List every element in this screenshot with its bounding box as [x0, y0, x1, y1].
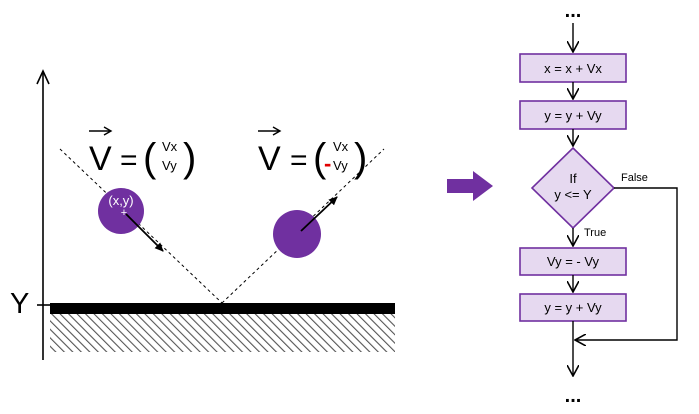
- trajectory-outgoing: [221, 148, 385, 304]
- ellipsis-bottom: ...: [565, 385, 582, 407]
- vector-arrow-head: [103, 126, 113, 136]
- false-branch-label: False: [621, 172, 648, 184]
- close-paren: ): [354, 136, 367, 180]
- step-update-y: [519, 100, 627, 130]
- false-branch-connector: [576, 187, 678, 340]
- vx-component: Vx: [333, 139, 349, 154]
- bounce-illustration: Y V = ( Vx Vy ) V = ( Vx - Vy: [10, 69, 395, 360]
- velocity-vector-up: [300, 196, 338, 232]
- close-paren: ): [183, 136, 196, 180]
- transition-arrow-icon: [447, 171, 493, 201]
- decision-if-label: If: [569, 171, 577, 186]
- step-update-y-again-label: y = y + Vy: [544, 300, 602, 315]
- step-negate-vy-label: Vy = - Vy: [547, 254, 600, 269]
- ellipsis-top: ...: [565, 0, 582, 22]
- ball-after-bounce: [273, 210, 321, 258]
- ball-position-label: (x,y): [108, 193, 133, 208]
- velocity-vector-down: [125, 213, 164, 252]
- ground-surface: [50, 303, 395, 314]
- open-paren: (: [143, 136, 157, 180]
- open-paren: (: [313, 136, 327, 180]
- negation-sign: -: [324, 151, 331, 176]
- step-update-x-label: x = x + Vx: [544, 61, 602, 76]
- vy-component: Vy: [333, 158, 348, 173]
- y-axis-label: Y: [10, 288, 29, 320]
- vertical-axis-arrowhead: [36, 69, 50, 85]
- true-branch-label: True: [584, 227, 606, 239]
- step-negate-vy: [519, 247, 627, 276]
- step-update-y-label: y = y + Vy: [544, 108, 602, 123]
- ground-hatch: [50, 314, 395, 352]
- trajectory-incoming: [59, 148, 223, 304]
- flowchart: ... x = x + Vx y = y + Vy If y <= Y Fals…: [519, 0, 678, 407]
- ball-center-marker: +: [121, 207, 127, 219]
- equals-sign: =: [120, 144, 138, 177]
- vx-component: Vx: [162, 139, 178, 154]
- ball-before-bounce: [98, 188, 144, 234]
- step-update-x: [519, 53, 627, 83]
- velocity-formula-before: V = ( Vx Vy ): [89, 126, 196, 180]
- velocity-formula-after: V = ( Vx - Vy ): [258, 126, 367, 180]
- equals-sign: =: [290, 144, 308, 177]
- vector-arrow-head: [272, 126, 282, 136]
- vector-v-symbol: V: [89, 140, 112, 178]
- decision-condition-label: y <= Y: [554, 187, 592, 202]
- vy-component: Vy: [162, 158, 177, 173]
- vector-v-symbol: V: [258, 140, 281, 178]
